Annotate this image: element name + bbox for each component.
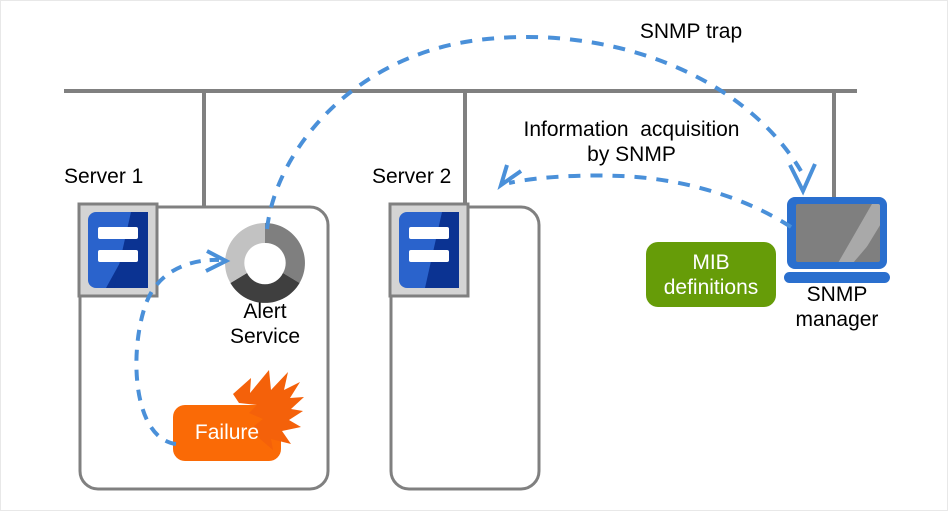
arrowhead-to-alert-service	[205, 249, 231, 273]
failure-label: Failure	[194, 421, 260, 444]
alert-service-icon	[225, 223, 305, 303]
snmp-manager-icon	[784, 197, 890, 283]
snmp-manager-label-line1: SNMP	[806, 283, 868, 306]
failure-burst-icon	[233, 370, 304, 450]
server-1-label: Server 1	[64, 165, 144, 188]
arrowhead-to-snmp-manager	[788, 163, 817, 196]
alert-service-label-line1: Alert	[243, 300, 287, 323]
mib-label-line2: definitions	[663, 276, 759, 299]
server-2-icon	[388, 202, 470, 298]
arrowhead-to-server-2	[497, 164, 523, 190]
snmp-trap-label: SNMP trap	[639, 20, 743, 43]
server-2-label: Server 2	[372, 165, 452, 188]
alert-service-label-line2: Service	[229, 325, 301, 348]
flow-information-acquisition	[497, 164, 793, 229]
server-1-icon	[77, 202, 159, 298]
information-acquisition-label-line1: Information acquisition	[523, 118, 740, 141]
failure-box	[173, 405, 281, 461]
flow-failure-to-alert	[134, 249, 231, 446]
information-acquisition-label-line2: by SNMP	[587, 143, 676, 166]
mib-label-line1: MIB	[692, 251, 730, 274]
flow-snmp-trap	[265, 34, 817, 230]
mib-definitions-box	[646, 242, 776, 307]
snmp-manager-label-line2: manager	[795, 308, 879, 331]
